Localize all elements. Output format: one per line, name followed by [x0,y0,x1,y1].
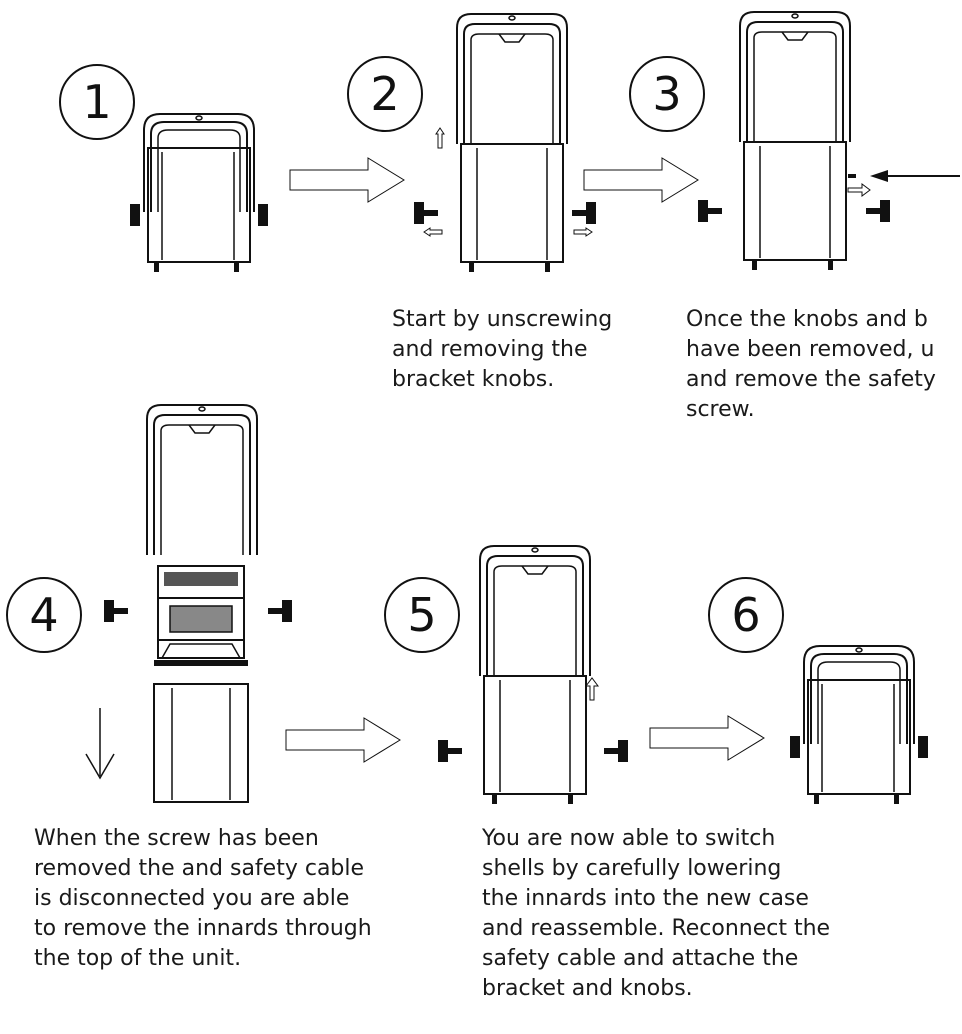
step-3-badge: 3 [629,56,705,132]
step-2-badge: 2 [347,56,423,132]
step-3-safety-screw-arrow [847,170,960,197]
step-2-number: 2 [370,67,399,121]
step-4-right-knob [268,600,292,622]
step-4-case [153,683,249,803]
step-5-caption: You are now able to switch shells by car… [482,826,831,1001]
step-3-left-knob [698,200,722,222]
step-2-left-knob [414,202,438,224]
step-1-unit [129,113,269,273]
step-3-unit [739,11,851,271]
step-5-number: 5 [407,588,436,642]
step-5-safety-screw-arrow [585,677,599,701]
step-5-right-knob [604,740,628,762]
step-4-number: 4 [29,588,58,642]
step-2-unit [456,13,568,273]
step-3-right-knob [866,200,890,222]
step-4-left-knob [104,600,128,622]
arrow-step-5-to-6 [649,715,765,761]
step-4-badge: 4 [6,577,82,653]
step-6-badge: 6 [708,577,784,653]
step-4-caption: When the screw has been removed the and … [34,826,372,971]
step-4-innards [154,565,248,666]
step-2-up-arrow [435,127,445,149]
arrow-step-1-to-2 [289,157,405,203]
step-5-badge: 5 [384,577,460,653]
arrow-step-2-to-3 [583,157,699,203]
step-2-right-arrow [573,227,593,237]
step-3-caption: Once the knobs and b have been removed, … [686,307,936,422]
step-6-unit [789,645,929,805]
step-4-bracket [146,404,258,556]
step-3-number: 3 [652,67,681,121]
arrow-step-4-to-5 [285,717,401,763]
step-5-left-knob [438,740,462,762]
step-2-caption: Start by unscrewing and removing the bra… [392,307,613,392]
step-1-badge: 1 [59,64,135,140]
step-2-left-arrow [423,227,443,237]
step-2-right-knob [572,202,596,224]
step-4-down-arrow [85,708,115,780]
step-1-number: 1 [82,75,111,129]
step-5-unit [479,545,591,805]
step-6-number: 6 [731,588,760,642]
